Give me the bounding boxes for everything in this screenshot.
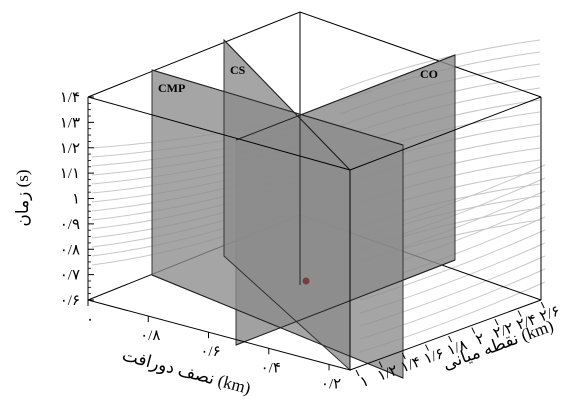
midpoint-tick-label: ۲/۴: [514, 312, 539, 334]
half-offset-tick-label: ۰/۶: [200, 344, 220, 360]
time-axis-title: زمان (s): [13, 169, 33, 226]
time-tick-label: ۱/۳: [60, 115, 80, 131]
time-tick-label: ۱/۴: [60, 90, 80, 106]
midpoint-tick: [540, 301, 545, 309]
midpoint-tick-label: ۱/۸: [445, 337, 470, 359]
midpoint-tick: [378, 361, 383, 368]
plane-intersections: [151, 39, 456, 379]
time-tick-label: ۱/۲: [60, 141, 80, 157]
midpoint-tick: [471, 327, 476, 334]
midpoint-tick-label: ۱: [358, 373, 371, 391]
midpoint-tick: [425, 344, 429, 351]
time-tick-label: ۰/۷: [60, 268, 80, 284]
half-offset-tick-label: ۰/۸: [140, 328, 160, 344]
half-offset-tick-label: ۰: [86, 312, 94, 328]
midpoint-tick: [448, 335, 453, 343]
time-axis: ۱/۴ ۱/۳ ۱/۲ ۱/۱ ۱ ۰/۹ ۰/۸ ۰/۷ ۰/۶: [60, 90, 94, 309]
reflection-point-marker: [302, 277, 310, 285]
midpoint-tick: [355, 369, 360, 377]
half-offset-tick-label: ۰/۴: [261, 360, 281, 376]
midpoint-tick-label: ۲/۶: [538, 303, 563, 325]
midpoint-tick: [401, 352, 406, 360]
midpoint-tick-label: ۱/۴: [399, 354, 424, 376]
midpoint-tick: [517, 310, 522, 317]
time-tick-label: ۰/۶: [60, 293, 80, 309]
time-tick-label: ۱: [72, 192, 80, 208]
time-tick-label: ۰/۹: [60, 217, 80, 233]
cs-plane-label: CS: [230, 63, 246, 77]
co-plane-label: CO: [420, 67, 438, 81]
half-offset-axis-title: نصف دورافت (km): [120, 345, 253, 399]
cmp-plane-label: CMP: [158, 81, 185, 95]
midpoint-tick-label: ۱/۶: [422, 346, 447, 368]
time-tick-label: ۱/۱: [60, 166, 80, 182]
half-offset-tick-label: ۰/۲: [321, 376, 341, 392]
time-tick-label: ۰/۸: [60, 242, 80, 258]
half-offset-axis: ۰ ۰/۸ ۰/۶ ۰/۴ ۰/۲: [86, 300, 341, 392]
midpoint-tick-label: ۱/۲: [376, 363, 401, 385]
midpoint-tick-label: ۲/۲: [491, 320, 516, 342]
cube-front-frame: [87, 96, 542, 371]
midpoint-tick: [494, 318, 499, 326]
